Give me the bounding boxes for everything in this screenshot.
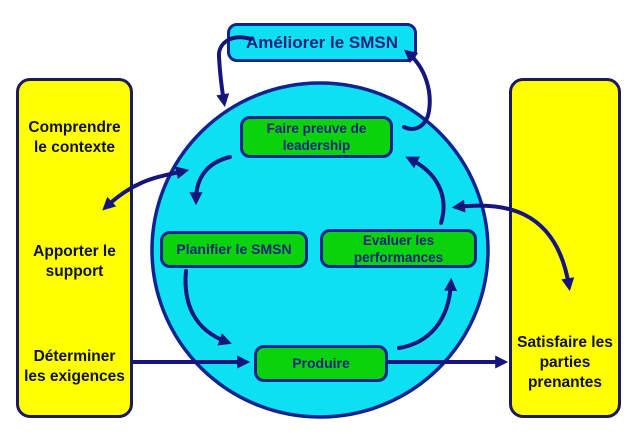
leadership-box: Faire preuve de leadership	[240, 116, 393, 158]
leadership-label: Faire preuve de leadership	[266, 121, 367, 153]
provide-support-label: Apporter le support	[33, 243, 116, 280]
arrow-improve-to-circle	[216, 35, 253, 108]
improve-smsn-box: Améliorer le SMSN	[227, 23, 417, 62]
determine-requirements-label: Déterminer les exigences	[24, 348, 125, 385]
evaluate-performance-box: Evaluer les performances	[320, 229, 477, 268]
evaluate-performance-label: Evaluer les performances	[353, 232, 444, 265]
arrow-circle-stakeholders	[451, 199, 575, 292]
arrow-plan-to-produce	[183, 269, 232, 346]
improve-smsn-label: Améliorer le SMSN	[245, 32, 399, 52]
arrow-leadership-to-plan	[189, 155, 232, 206]
inputs-box: Comprendre le contexte Apporter le suppo…	[16, 78, 133, 418]
produce-label: Produire	[292, 355, 350, 371]
arrow-produce-to-evaluate	[397, 277, 458, 350]
plan-smsn-label: Planifier le SMSN	[176, 241, 292, 257]
arrow-circle-to-improve	[402, 49, 432, 131]
produce-box: Produire	[254, 345, 388, 382]
plan-smsn-box: Planifier le SMSN	[160, 231, 308, 268]
arrow-circle-support	[102, 166, 190, 211]
understand-context-label: Comprendre le contexte	[28, 119, 121, 156]
satisfy-stakeholders-label: Satisfaire les parties prenantes	[517, 334, 613, 391]
arrow-evaluate-to-leadership	[405, 156, 446, 225]
